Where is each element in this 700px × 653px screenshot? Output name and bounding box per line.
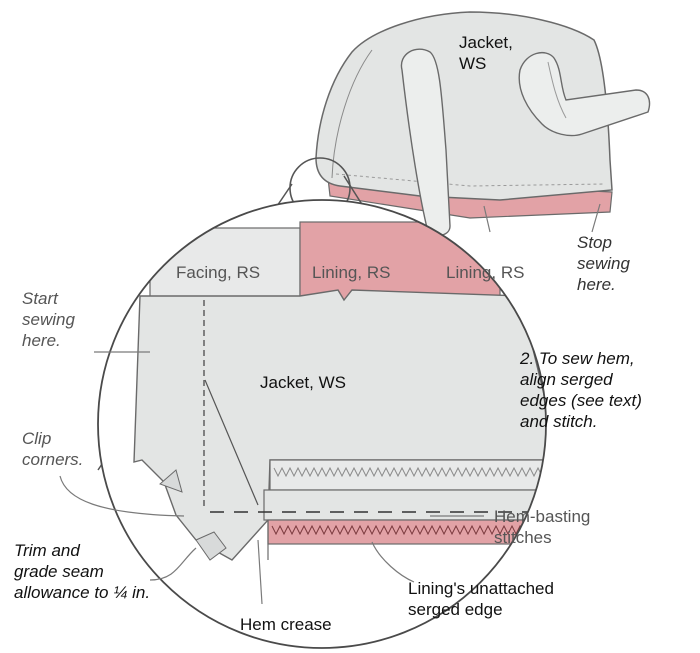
- label-trim-grade: Trim and grade seam allowance to ¼ in.: [14, 541, 151, 602]
- step-instruction: 2. To sew hem, align serged edges (see t…: [520, 349, 642, 431]
- lining-panel-inset: [299, 221, 501, 301]
- label-stop-sewing: Stop sewing here.: [577, 233, 630, 294]
- label-lining-rs-right: Lining, RS: [446, 263, 525, 282]
- label-hem-crease: Hem crease: [240, 615, 332, 634]
- top-sleeve-left: [400, 48, 451, 237]
- label-jacket-ws-inset: Jacket, WS: [260, 373, 346, 392]
- leader-lines: [59, 203, 601, 605]
- label-clip-corners: Clip corners.: [22, 429, 84, 469]
- label-lining-unattached: Lining's unattached serged edge: [408, 579, 554, 619]
- magnified-circle-outline: [97, 199, 547, 649]
- top-sleeve-right: [518, 51, 651, 137]
- label-lining-rs-inset: Lining, RS: [312, 263, 391, 282]
- top-jacket-illustration: [289, 11, 651, 237]
- label-start-sewing: Start sewing here.: [22, 289, 75, 350]
- label-jacket-ws-top: Jacket, WS: [459, 33, 513, 73]
- serged-edge-upper: [269, 459, 546, 491]
- label-hem-basting: Hem-basting stitches: [494, 507, 591, 547]
- label-facing-rs: Facing, RS: [176, 263, 261, 282]
